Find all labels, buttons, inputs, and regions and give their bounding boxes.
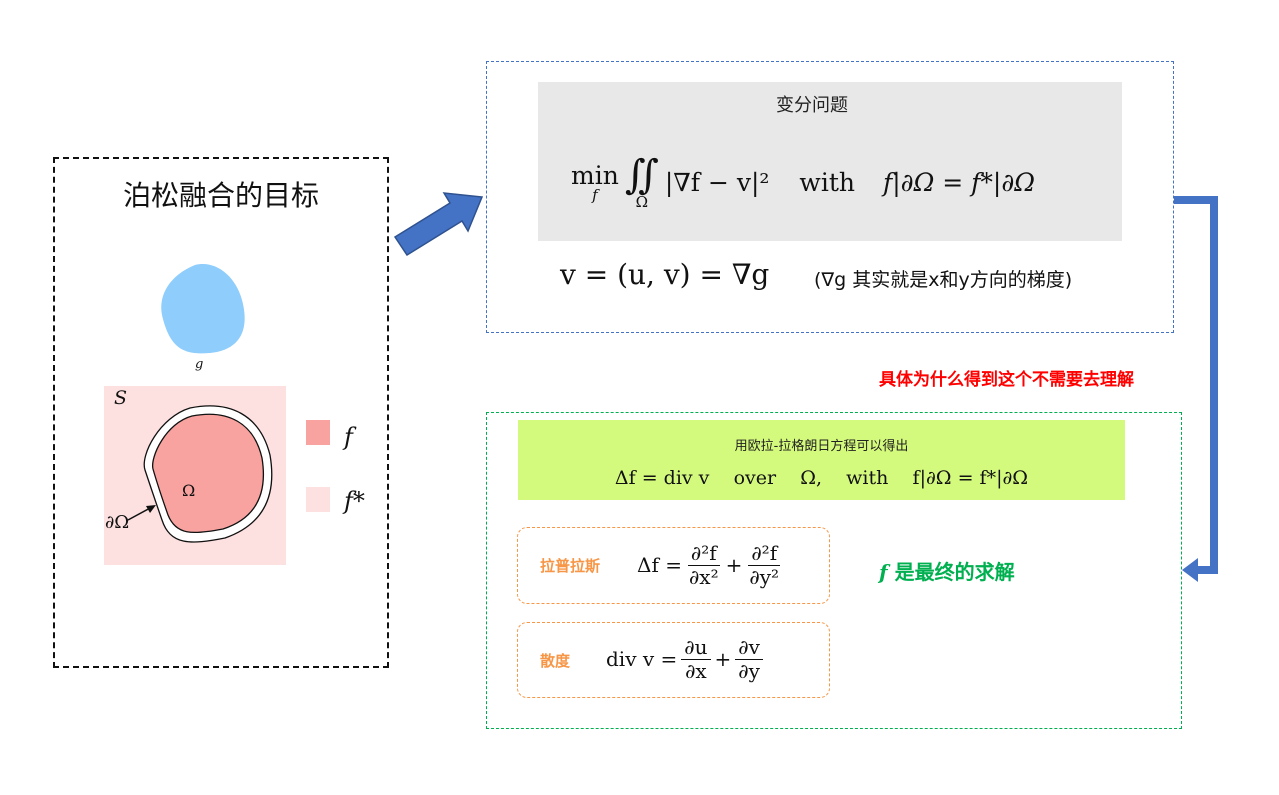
v-note: (∇g 其实就是x和y方向的梯度) xyxy=(814,269,1073,291)
divergence-formula: div v = ∂u∂x + ∂v∂y xyxy=(606,630,767,688)
fraction-denominator: ∂y² xyxy=(749,564,780,589)
laplacian-lhs: Δf = xyxy=(637,553,682,577)
divergence-lhs: div v = xyxy=(606,647,678,671)
arrow-right-up-icon xyxy=(393,192,484,257)
variational-formula-box xyxy=(538,82,1122,241)
solution-f: f xyxy=(879,560,888,584)
laplacian-label: 拉普拉斯 xyxy=(540,557,601,575)
fraction-denominator: ∂x xyxy=(685,658,707,683)
omega-label: Ω xyxy=(182,481,196,500)
fraction-numerator: ∂²f xyxy=(687,541,720,566)
legend-swatch-f xyxy=(306,420,330,445)
goal-title: 泊松融合的目标 xyxy=(122,179,319,212)
boundary-label: ∂Ω xyxy=(105,512,130,533)
euler-lagrange-formula: Δf = div v over Ω, with f|∂Ω = f*|∂Ω xyxy=(614,467,1029,489)
variational-panel xyxy=(486,61,1174,333)
integral-subscript: Ω xyxy=(635,193,649,211)
solution-text: 是最终的求解 xyxy=(894,560,1015,584)
with-word: with xyxy=(799,168,855,197)
divergence-label: 散度 xyxy=(540,652,571,670)
euler-lagrange-box xyxy=(518,420,1125,500)
fraction-numerator: ∂u xyxy=(681,635,711,660)
fraction-numerator: ∂v xyxy=(735,635,763,660)
red-note: 具体为什么得到这个不需要去理解 xyxy=(879,370,1134,390)
euler-lagrange-heading: 用欧拉-拉格朗日方程可以得出 xyxy=(734,439,909,454)
laplacian-formula: Δf = ∂²f∂x² + ∂²f∂y² xyxy=(637,536,786,594)
divergence-box xyxy=(517,622,830,698)
legend-label-fstar: f* xyxy=(344,487,365,515)
poisson-illustration xyxy=(104,264,330,565)
fraction-denominator: ∂x² xyxy=(688,564,719,589)
plus-sign: + xyxy=(725,553,743,577)
variational-heading: 变分问题 xyxy=(776,95,848,116)
min-subscript: f xyxy=(592,185,598,204)
laplacian-box xyxy=(517,527,830,604)
s-label: S xyxy=(114,387,128,409)
goal-panel xyxy=(53,157,389,668)
source-blob-g xyxy=(161,264,245,354)
plus-sign: + xyxy=(714,647,732,671)
variational-formula: min f ∬ Ω |∇f − v|² with f|∂Ω = f*|∂Ω xyxy=(571,155,1035,210)
legend-label-f: f xyxy=(344,423,353,451)
integrand: |∇f − v|² xyxy=(664,168,770,197)
bracket-arrow-icon xyxy=(1174,196,1218,582)
fraction-denominator: ∂y xyxy=(738,658,760,683)
euler-lagrange-panel xyxy=(486,412,1182,729)
min-operator: min xyxy=(571,160,619,190)
legend-swatch-fstar xyxy=(306,487,330,512)
region-omega xyxy=(152,413,265,534)
boundary-constraint: f|∂Ω = f*|∂Ω xyxy=(882,168,1035,197)
fraction-numerator: ∂²f xyxy=(748,541,781,566)
g-label: g xyxy=(195,357,204,372)
v-definition: v = (u, v) = ∇g xyxy=(560,258,770,291)
solution-note: f 是最终的求解 xyxy=(879,556,1015,585)
double-integral: ∬ xyxy=(624,152,659,198)
